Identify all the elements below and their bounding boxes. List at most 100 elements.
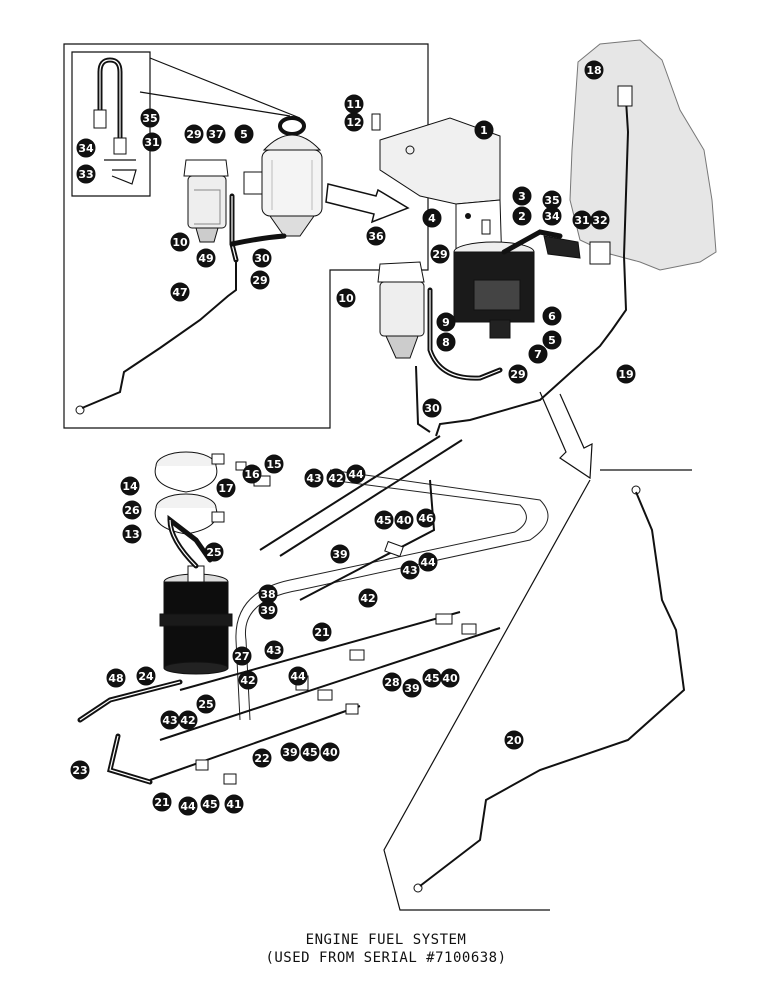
- callout-bubble: [224, 794, 244, 814]
- callout-label: 3: [518, 190, 526, 203]
- callout-39: 39: [280, 742, 300, 762]
- callout-bubble: [152, 792, 172, 812]
- fuel-filter-main: [377, 261, 425, 359]
- main-tubes: [415, 85, 633, 437]
- callout-bubble: [528, 344, 548, 364]
- callout-30: 30: [422, 398, 442, 418]
- callout-label: 11: [346, 98, 361, 111]
- callout-29: 29: [250, 270, 270, 290]
- pointer-arrow: [383, 391, 692, 911]
- callout-label: 28: [384, 676, 399, 689]
- callout-bubble: [122, 500, 142, 520]
- callout-bubble: [238, 670, 258, 690]
- callout-label: 43: [266, 644, 281, 657]
- callout-label: 25: [198, 698, 213, 711]
- callout-bubble: [206, 124, 226, 144]
- callout-label: 44: [180, 800, 196, 813]
- callout-label: 36: [368, 230, 384, 243]
- callout-bubble: [416, 508, 436, 528]
- callout-8: 8: [436, 332, 456, 352]
- callout-bubble: [140, 108, 160, 128]
- callout-bubble: [616, 364, 636, 384]
- callout-37: 37: [206, 124, 226, 144]
- callout-18: 18: [584, 60, 604, 80]
- callout-bubble: [418, 552, 438, 572]
- water-separator-main: [453, 241, 535, 339]
- callout-label: 26: [124, 504, 140, 517]
- callout-bubble: [200, 794, 220, 814]
- callout-42: 42: [238, 670, 258, 690]
- callout-21: 21: [152, 792, 172, 812]
- callout-bubble: [512, 206, 532, 226]
- callout-9: 9: [436, 312, 456, 332]
- callout-label: 39: [404, 682, 419, 695]
- callout-bubble: [288, 666, 308, 686]
- inset-tubes: [75, 193, 287, 415]
- callout-42: 42: [326, 468, 346, 488]
- callout-label: 32: [592, 214, 607, 227]
- callout-bubble: [584, 60, 604, 80]
- callout-29: 29: [184, 124, 204, 144]
- callout-39: 39: [258, 600, 278, 620]
- callout-bubble: [512, 186, 532, 206]
- callout-label: 4: [428, 212, 436, 225]
- callout-label: 12: [346, 116, 361, 129]
- callout-label: 29: [510, 368, 525, 381]
- callout-16: 16: [242, 464, 262, 484]
- callout-43: 43: [400, 560, 420, 580]
- callout-label: 14: [122, 480, 138, 493]
- callout-bubble: [250, 270, 270, 290]
- callout-bubble: [590, 210, 610, 230]
- callout-bubble: [160, 710, 180, 730]
- callout-label: 42: [328, 472, 343, 485]
- callout-label: 43: [306, 472, 321, 485]
- callout-label: 37: [208, 128, 223, 141]
- callout-2: 2: [512, 206, 532, 226]
- callout-label: 10: [338, 292, 354, 305]
- callout-25: 25: [204, 542, 224, 562]
- callout-39: 39: [402, 678, 422, 698]
- callout-label: 9: [442, 316, 450, 329]
- callout-23: 23: [70, 760, 90, 780]
- callout-label: 20: [506, 734, 522, 747]
- caption-serial: (USED FROM SERIAL #7100638): [265, 950, 507, 966]
- callout-label: 43: [162, 714, 177, 727]
- callout-label: 45: [424, 672, 439, 685]
- callout-4: 4: [422, 208, 442, 228]
- callout-label: 44: [348, 468, 364, 481]
- callout-bubble: [196, 248, 216, 268]
- callout-27: 27: [232, 646, 252, 666]
- callout-label: 30: [254, 252, 270, 265]
- callout-10: 10: [336, 288, 356, 308]
- callout-5: 5: [542, 330, 562, 350]
- callout-44: 44: [346, 464, 366, 484]
- callout-bubble: [184, 124, 204, 144]
- callout-30: 30: [252, 248, 272, 268]
- callout-38: 38: [258, 584, 278, 604]
- callout-label: 40: [396, 514, 412, 527]
- callout-13: 13: [122, 524, 142, 544]
- callout-bubble: [76, 138, 96, 158]
- callout-bubble: [422, 208, 442, 228]
- callout-label: 43: [402, 564, 417, 577]
- callout-bubble: [122, 524, 142, 544]
- callout-bubble: [422, 668, 442, 688]
- inset-detail: [63, 43, 429, 429]
- callout-bubble: [382, 672, 402, 692]
- callout-6: 6: [542, 306, 562, 326]
- callout-1: 1: [474, 120, 494, 140]
- callout-36: 36: [366, 226, 386, 246]
- callout-label: 29: [186, 128, 201, 141]
- callout-label: 47: [172, 286, 187, 299]
- callout-label: 39: [282, 746, 297, 759]
- callout-25: 25: [196, 694, 216, 714]
- callout-label: 48: [108, 672, 123, 685]
- callout-label: 25: [206, 546, 221, 559]
- callout-bubble: [394, 510, 414, 530]
- callout-31: 31: [572, 210, 592, 230]
- callout-label: 19: [618, 368, 633, 381]
- callout-45: 45: [374, 510, 394, 530]
- callout-label: 23: [72, 764, 87, 777]
- callout-label: 42: [240, 674, 255, 687]
